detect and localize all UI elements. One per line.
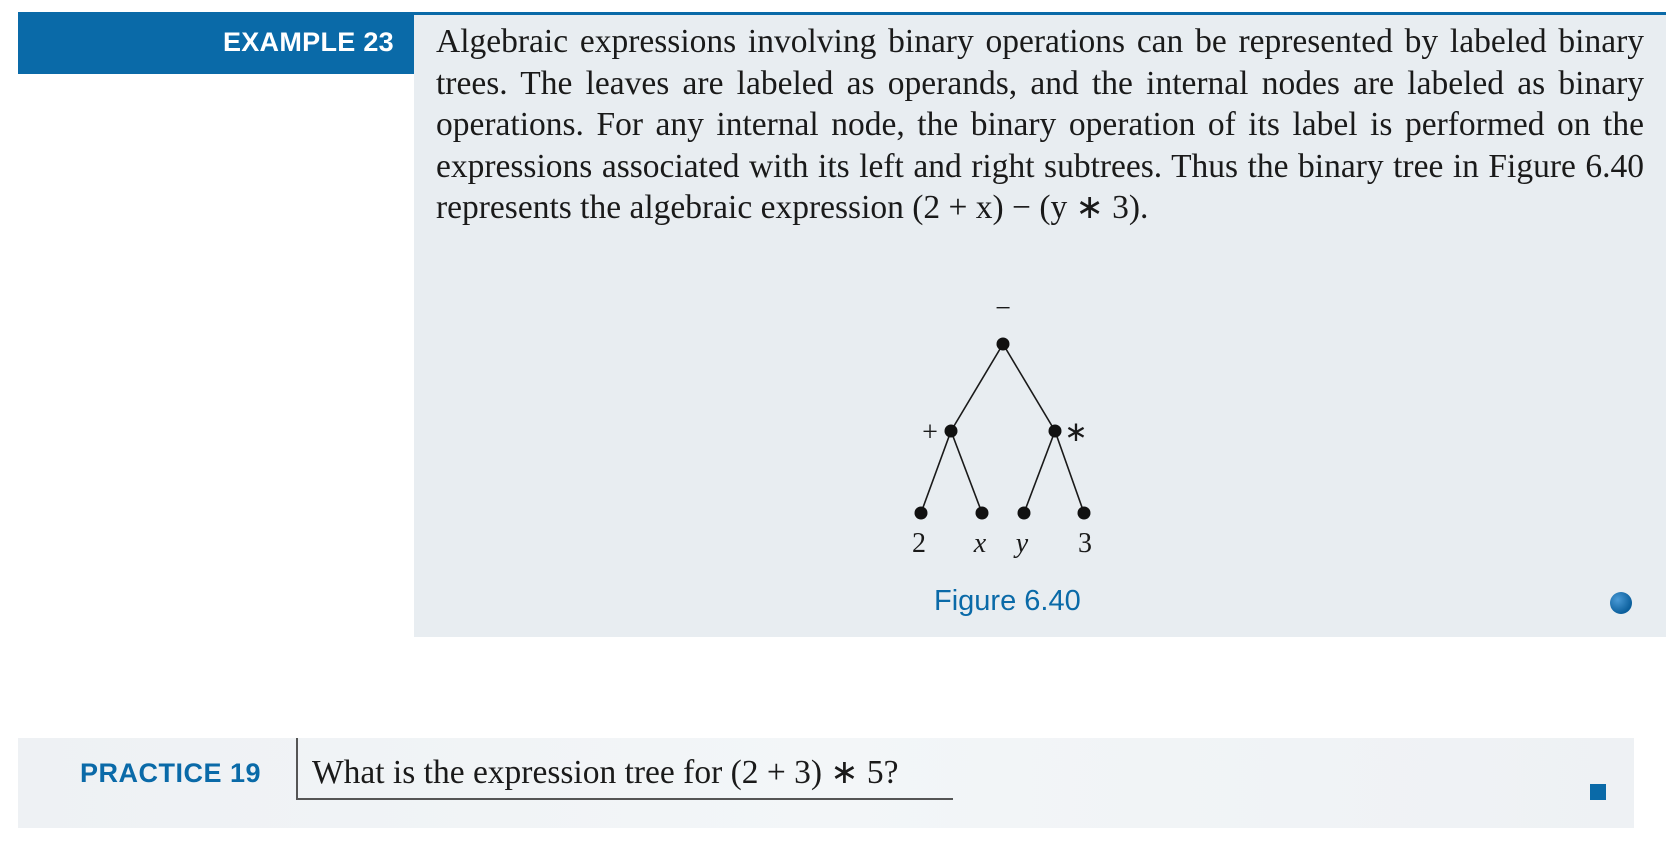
label-leaf-x: x — [973, 528, 987, 559]
figure-caption: Figure 6.40 — [934, 585, 1081, 617]
node-times — [1048, 424, 1062, 438]
label-leaf-3: 3 — [1078, 528, 1092, 559]
leaf-y — [1017, 506, 1031, 520]
expression-tree-figure: − + ∗ 2 x y 3 — [912, 293, 1092, 559]
label-times-op: ∗ — [1064, 417, 1087, 448]
label-root-op: − — [995, 293, 1011, 324]
example-tab: EXAMPLE 23 — [18, 12, 414, 74]
leaf-3 — [1077, 506, 1091, 520]
edge-times-3 — [1054, 430, 1085, 514]
label-plus-op: + — [922, 417, 938, 448]
example-expression: (2 + x) − (y ∗ 3). — [912, 189, 1149, 226]
example-label: EXAMPLE 23 — [222, 27, 394, 57]
practice-underline — [296, 798, 953, 800]
node-root — [996, 337, 1010, 351]
label-leaf-y: y — [1013, 528, 1029, 559]
label-leaf-2: 2 — [912, 528, 926, 559]
node-plus — [944, 424, 958, 438]
example-top-rule — [414, 12, 1666, 15]
edge-root-plus — [950, 343, 1004, 432]
edge-times-y — [1023, 430, 1056, 514]
edge-plus-x — [950, 430, 983, 514]
leaf-x — [975, 506, 989, 520]
end-of-example-dot-icon — [1610, 592, 1632, 614]
end-of-practice-square-icon — [1590, 784, 1606, 800]
example-panel: Algebraic expressions involving binary o… — [414, 15, 1666, 637]
edge-root-times — [1002, 343, 1056, 432]
leaf-2 — [914, 506, 928, 520]
example-paragraph: Algebraic expressions involving binary o… — [436, 23, 1644, 226]
practice-band: PRACTICE 19 What is the expression tree … — [18, 738, 1634, 828]
example-body-text: Algebraic expressions involving binary o… — [436, 21, 1644, 229]
practice-label: PRACTICE 19 — [80, 758, 262, 788]
edge-plus-2 — [920, 430, 952, 514]
practice-question: What is the expression tree for (2 + 3) … — [312, 754, 899, 791]
practice-divider — [296, 738, 298, 798]
